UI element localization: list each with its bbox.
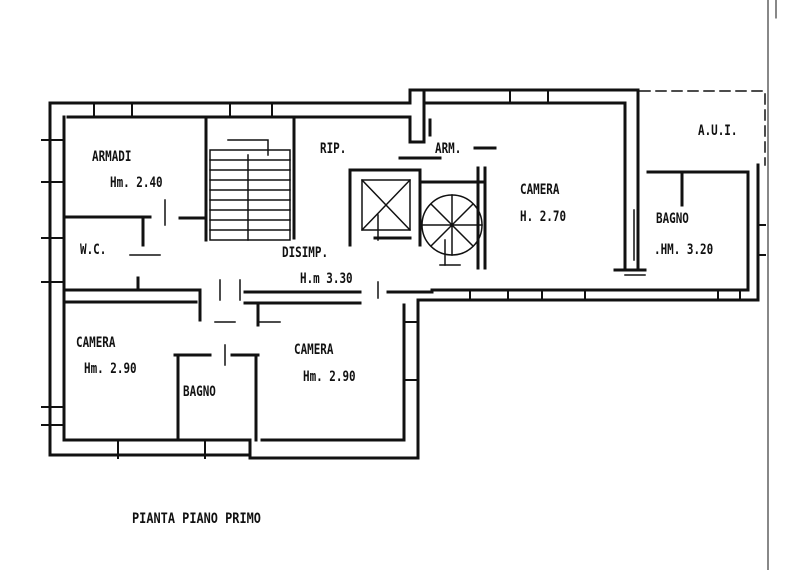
stair-straight-symbol — [209, 139, 291, 241]
exterior-walls — [48, 88, 760, 460]
room-label-camera-ne: CAMERA — [520, 182, 560, 198]
room-label-armadi: ARMADI — [92, 149, 132, 165]
room-height-camera-ne: H. 2.70 — [520, 209, 567, 225]
drawing-title: PIANTA PIANO PRIMO — [132, 511, 261, 527]
windows — [41, 89, 766, 459]
elevator-symbol — [360, 178, 412, 241]
aui-dashed-boundary — [639, 90, 766, 166]
room-height-camera-sw: Hm. 2.90 — [84, 361, 137, 377]
room-label-disimp: DISIMP. — [282, 245, 329, 261]
room-label-bagno-s: BAGNO — [183, 384, 216, 400]
room-height-camera-s: Hm. 2.90 — [303, 369, 356, 385]
room-label-camera-s: CAMERA — [294, 342, 334, 358]
room-height-armadi: Hm. 2.40 — [110, 175, 163, 191]
room-label-bagno-e: BAGNO — [656, 211, 689, 227]
room-height-disimp: H.m 3.30 — [300, 271, 353, 287]
door-marks — [129, 199, 646, 366]
room-label-rip: RIP. — [320, 141, 347, 157]
room-label-wc: W.C. — [80, 242, 107, 258]
room-label-camera-sw: CAMERA — [76, 335, 116, 351]
room-label-aui: A.U.I. — [698, 123, 738, 139]
room-height-bagno-e: .HM. 3.20 — [654, 242, 714, 258]
room-label-arm: ARM. — [435, 141, 462, 157]
spiral-stair-symbol — [421, 194, 483, 256]
interior-walls — [62, 115, 684, 442]
